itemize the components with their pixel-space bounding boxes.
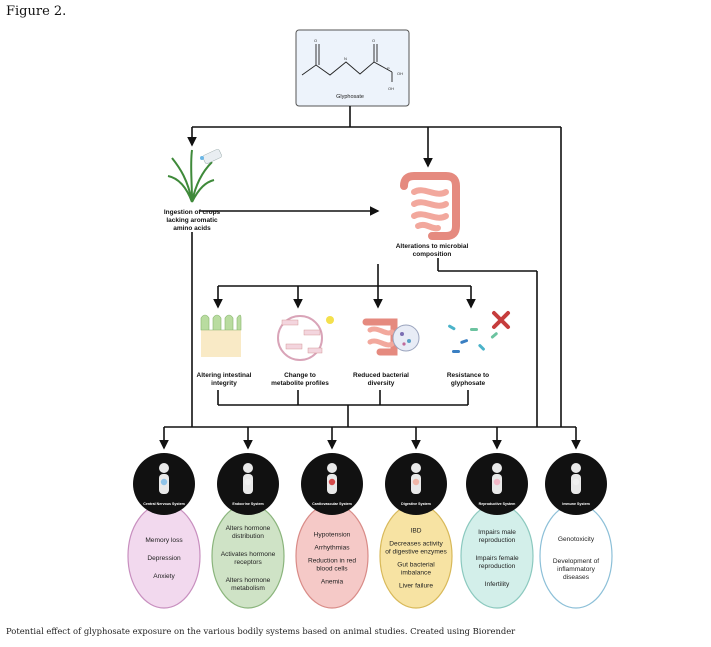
effect-text: Genotoxicity: [558, 536, 595, 543]
microbial-label-line-2: composition: [413, 251, 452, 258]
system-name-label: Central Nervous System: [143, 502, 185, 506]
system-name-label: Immune System: [562, 502, 590, 506]
glyphosate-structure-box: O O N P OH OH Glyphosate: [295, 29, 410, 107]
glyphosate-label: Glyphosate: [336, 94, 364, 100]
bacterial-label-line-2: diversity: [368, 380, 395, 387]
nitrogen-label: N: [344, 56, 347, 61]
crop-plant-icon: [167, 148, 222, 203]
phosphorus-label: P: [387, 66, 390, 71]
hydroxyl-label-1: OH: [397, 71, 403, 76]
metabolite-label-line-2: metabolite profiles: [271, 380, 329, 387]
oxygen-label-2: O: [372, 38, 375, 43]
intestinal-label-line-2: integrity: [211, 380, 237, 387]
body-figure-icon: [571, 463, 581, 494]
resistance-label-line-1: Resistance to: [447, 372, 489, 379]
body-figure-icon: [243, 463, 253, 494]
effect-text: Depression: [147, 555, 181, 562]
metabolite-pathway-icon: [277, 315, 334, 361]
effect-text: Anxiety: [153, 573, 175, 580]
body-figure-icon: [492, 463, 502, 494]
effect-text: Anemia: [321, 579, 344, 586]
effects-ellipse: [295, 503, 369, 609]
effect-text: Hypotension: [314, 532, 351, 539]
effect-text: Liver failure: [399, 583, 433, 590]
effect-text: Arrhythmias: [314, 545, 350, 552]
bacterial-label-line-1: Reduced bacterial: [353, 372, 409, 379]
ingestion-label-line-3: amino acids: [173, 225, 211, 232]
ingestion-label-line-2: lacking aromatic: [166, 217, 218, 224]
resistance-label-line-2: glyphosate: [451, 380, 486, 387]
system-name-label: Digestive System: [401, 502, 431, 506]
intestinal-label-line-1: Altering intestinal: [197, 372, 252, 379]
figure-title: Figure 2.: [6, 4, 67, 19]
effects-ellipse: [379, 503, 453, 609]
effect-text: IBD: [411, 528, 422, 535]
figure-caption: Potential effect of glyphosate exposure …: [6, 626, 516, 636]
effect-text: Memory loss: [145, 537, 183, 544]
intestine-icon: [400, 172, 460, 240]
effects-ellipse: [539, 503, 613, 609]
connector-lines: [159, 106, 581, 450]
oxygen-label-1: O: [314, 38, 317, 43]
system-name-label: Endocrine System: [232, 502, 263, 506]
intestinal-wall-icon: [200, 314, 242, 357]
bacterial-diversity-icon: [362, 318, 420, 356]
bacteria-resistance-icon: [448, 311, 510, 353]
body-figure-icon: [327, 463, 337, 494]
body-figure-icon: [159, 463, 169, 494]
ingestion-label-line-1: Ingestion of crops: [164, 209, 221, 216]
effect-text: Infertility: [485, 581, 510, 588]
system-cardiovascular: Cardiovascular SystemHypotensionArrhythm…: [295, 453, 369, 609]
glyphosate-effects-diagram: O O N P OH OH Glyphosate: [127, 29, 613, 609]
metabolite-label-line-1: Change to: [284, 372, 316, 379]
hydroxyl-label-2: OH: [388, 86, 394, 91]
microbial-label-line-1: Alterations to microbial: [396, 243, 469, 250]
body-figure-icon: [411, 463, 421, 494]
system-name-label: Cardiovascular System: [312, 502, 352, 506]
system-name-label: Reproductive System: [479, 502, 516, 506]
